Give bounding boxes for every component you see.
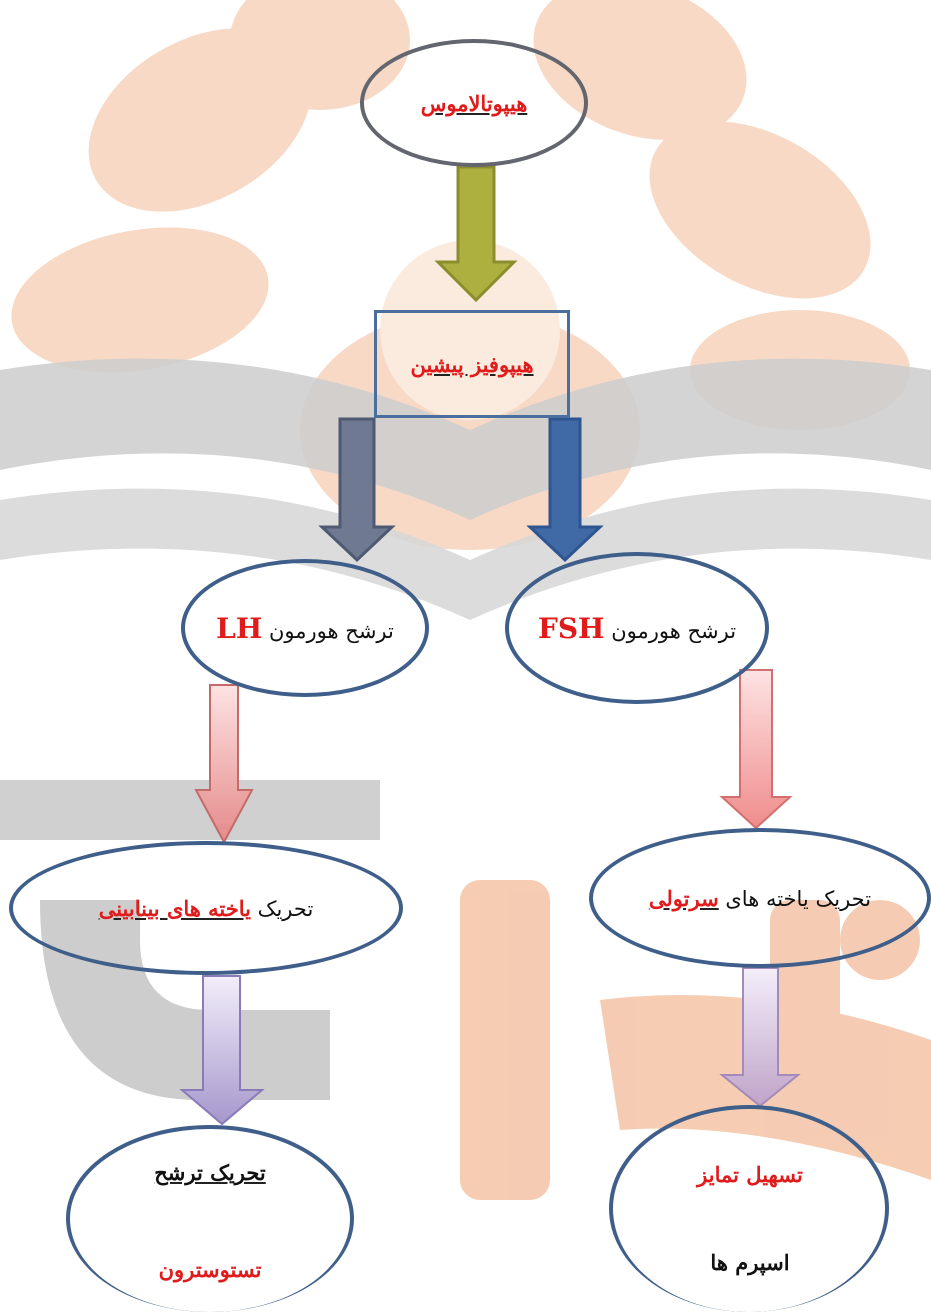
arrow-pituitary-to-lh	[318, 417, 396, 563]
sperm-line2: اسپرم ها	[710, 1250, 790, 1275]
leydig-label: تحریک یاخته های بینابینی	[99, 896, 314, 921]
sertoli-node: تحریک یاخته های سرتولی	[589, 828, 931, 968]
testosterone-node	[66, 1125, 354, 1312]
arrow-leydig-to-testosterone	[179, 975, 265, 1126]
leydig-highlight: یاخته های بینابینی	[98, 895, 251, 921]
sertoli-highlight: سرتولی	[648, 885, 719, 911]
fsh-prefix: ترشح هورمون	[611, 618, 737, 643]
hypothalamus-label: هیپوتالاموس	[420, 90, 528, 116]
lh-hormone: LH	[216, 611, 263, 645]
fsh-label: ترشح هورمون FSH	[538, 612, 736, 645]
testosterone-line2: تستوسترون	[158, 1257, 262, 1282]
sperm-node	[609, 1105, 889, 1312]
testosterone-line1: تحریک ترشح	[154, 1160, 266, 1185]
arrow-pituitary-to-fsh	[526, 417, 604, 563]
arrow-hypothalamus-to-pituitary	[434, 165, 518, 303]
lh-prefix: ترشح هورمون	[269, 618, 394, 643]
pituitary-label: هیپوفیز پیشین	[410, 351, 534, 377]
arrow-fsh-to-sertoli	[719, 669, 793, 830]
fsh-node: ترشح هورمون FSH	[505, 552, 769, 704]
arrow-sertoli-to-sperm	[719, 967, 801, 1108]
lh-label: ترشح هورمون LH	[216, 612, 394, 645]
arrow-lh-to-leydig	[194, 684, 254, 845]
lh-node: ترشح هورمون LH	[181, 559, 429, 697]
fsh-hormone: FSH	[537, 611, 605, 645]
sertoli-prefix: تحریک یاخته های	[725, 886, 872, 911]
sperm-line1: تسهیل تمایز	[697, 1162, 803, 1187]
leydig-prefix: تحریک	[257, 896, 314, 921]
sertoli-label: تحریک یاخته های سرتولی	[649, 886, 871, 911]
leydig-node: تحریک یاخته های بینابینی	[9, 841, 403, 975]
hypothalamus-node: هیپوتالاموس	[360, 39, 588, 167]
pituitary-node: هیپوفیز پیشین	[374, 310, 570, 418]
